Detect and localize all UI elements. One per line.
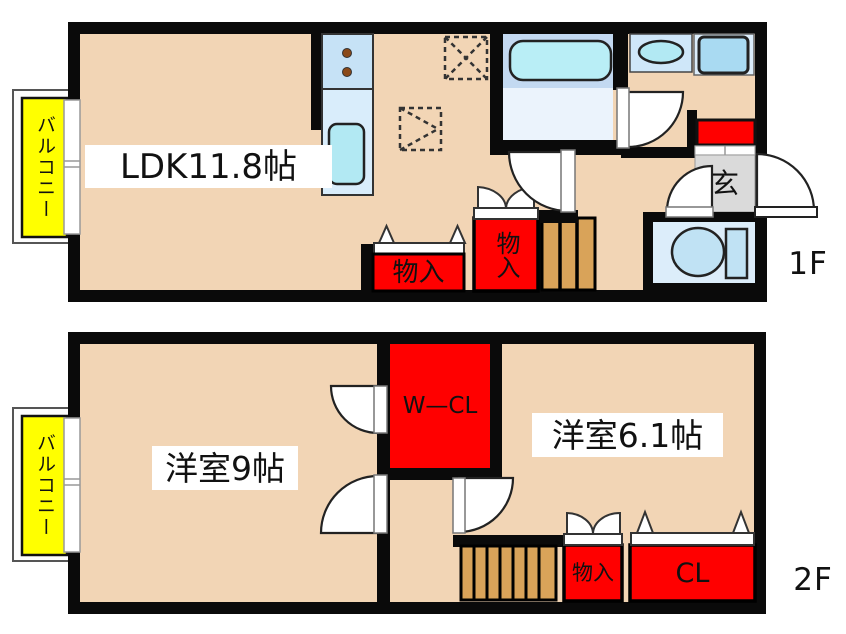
storage-door-track-2f — [563, 533, 623, 546]
entrance-label: 玄 — [710, 166, 739, 200]
walkin-closet-label: W—CL — [402, 392, 478, 419]
closet-door-track-2f — [630, 532, 755, 546]
storage-box-2f — [562, 543, 624, 603]
bath-wash-wall — [613, 22, 628, 90]
kitchen-wall — [311, 34, 322, 130]
shoe-cabinet — [695, 118, 757, 147]
room9-door-leaf — [373, 474, 388, 534]
toilet-icon — [670, 226, 726, 278]
folding-door-icon — [448, 223, 467, 244]
folding-door-icon — [377, 223, 396, 244]
entry-side-wall — [687, 110, 697, 155]
bath-door-swing — [626, 90, 685, 149]
room61-door-leaf — [452, 477, 466, 534]
folding-door-icon — [731, 509, 751, 534]
genkan-door-leaf — [665, 206, 714, 218]
storage-label-1f-a: 物入 — [392, 257, 445, 288]
front-door-swing — [755, 152, 816, 213]
wcl-right-wall — [490, 332, 502, 480]
kitchen-sink-icon — [327, 122, 366, 186]
room61-label: 洋室6.1帖 — [532, 413, 723, 457]
balcony-label-2f: バルコニー — [34, 433, 56, 538]
balcony-1f — [20, 96, 69, 239]
ldk-room-label: LDK11.8帖 — [85, 145, 332, 188]
room9-door-swing — [319, 474, 380, 535]
closet-box-2f — [628, 543, 757, 603]
bath-left-wall — [490, 34, 503, 141]
wcl-door-leaf — [373, 385, 388, 434]
appliance-space-dashed — [398, 35, 489, 152]
double-door-icon — [591, 511, 621, 535]
closet-wall — [361, 244, 374, 292]
washing-machine-icon — [697, 35, 750, 75]
floor-1f — [12, 22, 818, 302]
wash-bottom-wall — [621, 147, 698, 158]
storage-label-1f-b: 物入 — [492, 230, 520, 279]
bath-door-leaf — [616, 87, 630, 149]
toilet-tank-icon — [724, 227, 749, 280]
washbasin-icon — [637, 39, 685, 65]
storage-box-a-1f — [371, 252, 466, 293]
balcony-label-1f: バルコニー — [34, 115, 56, 220]
room9-label: 洋室9帖 — [152, 446, 298, 490]
stove-icon — [321, 33, 374, 90]
stairs-1f — [540, 216, 597, 292]
floor-label-1f: 1F — [788, 245, 828, 282]
ldk-door-leaf — [560, 149, 576, 213]
stairs-top-wall-2f — [453, 535, 563, 547]
bathroom-lower — [503, 88, 613, 141]
burner-icon — [342, 67, 352, 77]
folding-door-icon — [635, 509, 655, 534]
closet-label-2f: CL — [675, 557, 710, 589]
bathtub-icon — [508, 39, 613, 82]
closet-door-track — [373, 242, 465, 255]
balcony-2f — [20, 414, 69, 557]
walkin-closet-box — [390, 344, 490, 468]
front-door-leaf — [754, 206, 818, 218]
burner-icon — [342, 48, 352, 58]
stairs-top-wall-1f — [531, 210, 578, 223]
floor-label-2f: 2F — [793, 561, 833, 598]
storage-label-2f: 物入 — [572, 560, 614, 585]
